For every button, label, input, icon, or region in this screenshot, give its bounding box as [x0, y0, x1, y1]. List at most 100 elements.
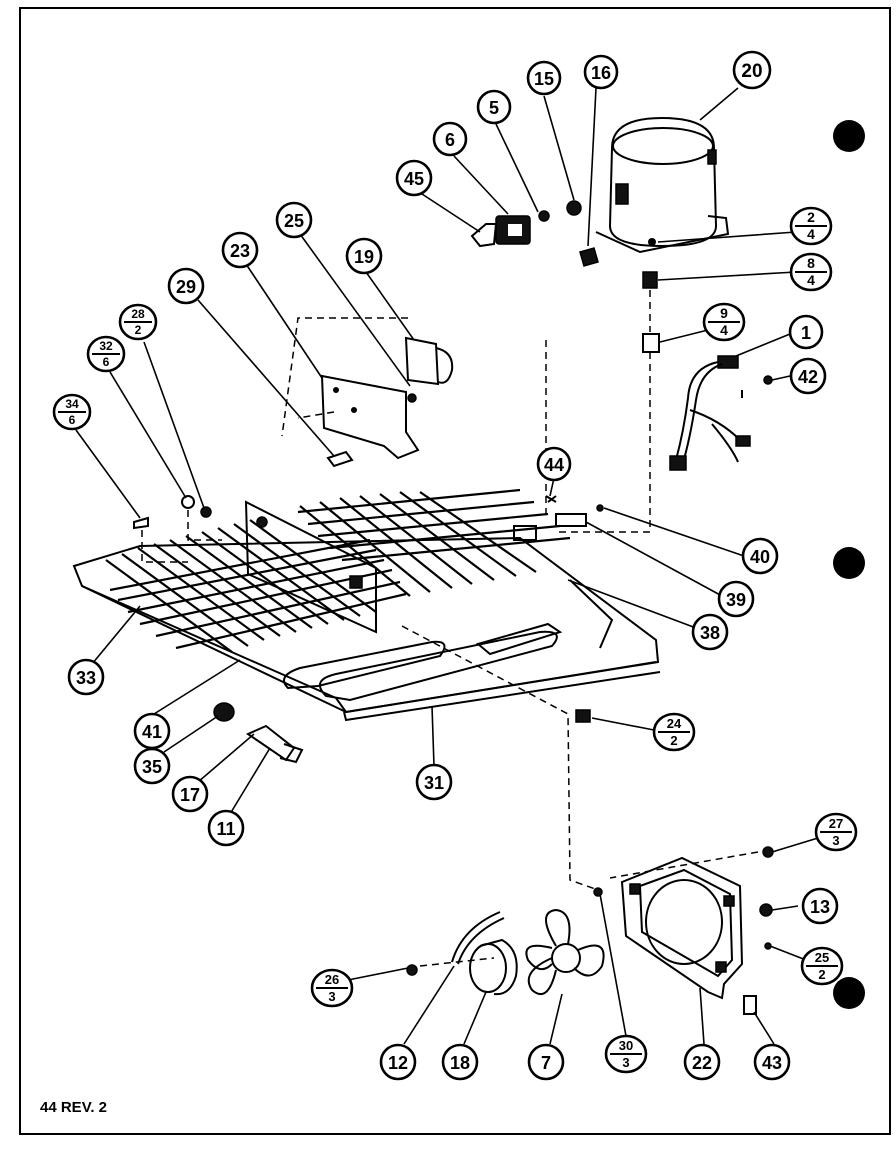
svg-text:3: 3 [328, 989, 335, 1004]
svg-text:2: 2 [807, 209, 815, 225]
binder-hole-middle [833, 547, 865, 579]
callout-5: 5 [476, 89, 512, 125]
svg-text:20: 20 [741, 61, 762, 82]
svg-text:17: 17 [180, 785, 200, 805]
control-bracket-drawing [320, 336, 454, 468]
svg-text:25: 25 [284, 211, 304, 231]
svg-text:4: 4 [720, 322, 728, 338]
spacer-drawing [642, 333, 660, 353]
page-footer: 44 REV. 2 [40, 1099, 107, 1116]
svg-text:34: 34 [65, 397, 79, 411]
page-border [19, 7, 891, 1135]
callout-44: 44 [536, 446, 572, 482]
callout-fraction-9-4: 94 [702, 302, 746, 342]
svg-text:43: 43 [762, 1053, 782, 1073]
svg-text:28: 28 [131, 307, 145, 321]
svg-text:26: 26 [325, 972, 339, 987]
callout-fraction-2-4: 24 [789, 206, 833, 246]
svg-text:29: 29 [176, 277, 196, 297]
svg-text:1: 1 [801, 323, 811, 343]
callout-17: 17 [171, 775, 209, 813]
svg-text:6: 6 [445, 130, 455, 150]
callout-11: 11 [207, 809, 245, 847]
callout-7: 7 [527, 1043, 565, 1081]
svg-text:41: 41 [142, 722, 162, 742]
callout-6: 6 [432, 121, 468, 157]
svg-text:3: 3 [832, 833, 839, 848]
callout-19: 19 [345, 237, 383, 275]
callout-23: 23 [221, 231, 259, 269]
dash-line [187, 510, 222, 541]
callout-35: 35 [133, 747, 171, 785]
callout-25: 25 [275, 201, 313, 239]
svg-text:9: 9 [720, 305, 728, 321]
callout-20: 20 [732, 50, 772, 90]
grommet-drawing [642, 271, 658, 289]
callout-16: 16 [583, 54, 619, 90]
svg-text:35: 35 [142, 757, 162, 777]
svg-text:31: 31 [424, 773, 444, 793]
svg-text:7: 7 [541, 1053, 551, 1073]
callout-fraction-30-3: 303 [604, 1034, 648, 1074]
svg-text:6: 6 [103, 355, 110, 369]
relay-parts-drawing [470, 200, 599, 267]
svg-text:8: 8 [807, 255, 815, 271]
svg-text:42: 42 [798, 367, 818, 387]
evaporator-tray-drawing [72, 488, 661, 723]
wiring-harness-drawing [669, 355, 751, 471]
callout-31: 31 [415, 763, 453, 801]
svg-text:3: 3 [622, 1055, 629, 1070]
callout-33: 33 [67, 658, 105, 696]
svg-text:2: 2 [670, 733, 677, 748]
dash-line [609, 851, 759, 879]
svg-text:6: 6 [69, 413, 76, 427]
svg-text:40: 40 [750, 547, 770, 567]
svg-text:19: 19 [354, 247, 374, 267]
callout-fraction-8-4: 84 [789, 252, 833, 292]
callout-12: 12 [379, 1043, 417, 1081]
svg-text:16: 16 [591, 63, 611, 83]
svg-text:23: 23 [230, 241, 250, 261]
callout-41: 41 [133, 712, 171, 750]
svg-text:22: 22 [692, 1053, 712, 1073]
svg-text:5: 5 [489, 98, 499, 118]
callout-fraction-28-2: 282 [118, 303, 158, 341]
dash-line [141, 530, 188, 563]
callout-43: 43 [753, 1043, 791, 1081]
svg-text:38: 38 [700, 623, 720, 643]
callout-45: 45 [395, 159, 433, 197]
svg-text:15: 15 [534, 69, 554, 89]
dash-line [419, 957, 495, 967]
svg-text:2: 2 [135, 323, 142, 337]
svg-text:33: 33 [76, 668, 96, 688]
dash-line [297, 411, 335, 419]
svg-text:27: 27 [829, 816, 843, 831]
dash-line [281, 317, 408, 437]
svg-text:4: 4 [807, 226, 815, 242]
svg-text:18: 18 [450, 1053, 470, 1073]
callout-fraction-26-3: 263 [310, 968, 354, 1008]
svg-text:24: 24 [667, 716, 682, 731]
fan-assembly-drawing [406, 846, 774, 1015]
callout-fraction-34-6: 346 [52, 393, 92, 431]
dash-line [556, 352, 651, 533]
callout-13: 13 [801, 887, 839, 925]
svg-text:4: 4 [807, 272, 815, 288]
binder-hole-bottom [833, 977, 865, 1009]
callout-fraction-32-6: 326 [86, 335, 126, 373]
svg-text:2: 2 [818, 967, 825, 982]
leader-lines [75, 87, 819, 1045]
callout-29: 29 [167, 267, 205, 305]
svg-text:39: 39 [726, 590, 746, 610]
binder-hole-top [833, 120, 865, 152]
callout-1: 1 [788, 314, 824, 350]
callout-22: 22 [683, 1043, 721, 1081]
callout-fraction-25-2: 252 [800, 946, 844, 986]
callout-39: 39 [717, 580, 755, 618]
callout-40: 40 [741, 537, 779, 575]
callout-fraction-24-2: 242 [652, 712, 696, 752]
svg-text:13: 13 [810, 897, 830, 917]
screw-42-drawing [763, 375, 773, 385]
dash-line [401, 625, 599, 891]
